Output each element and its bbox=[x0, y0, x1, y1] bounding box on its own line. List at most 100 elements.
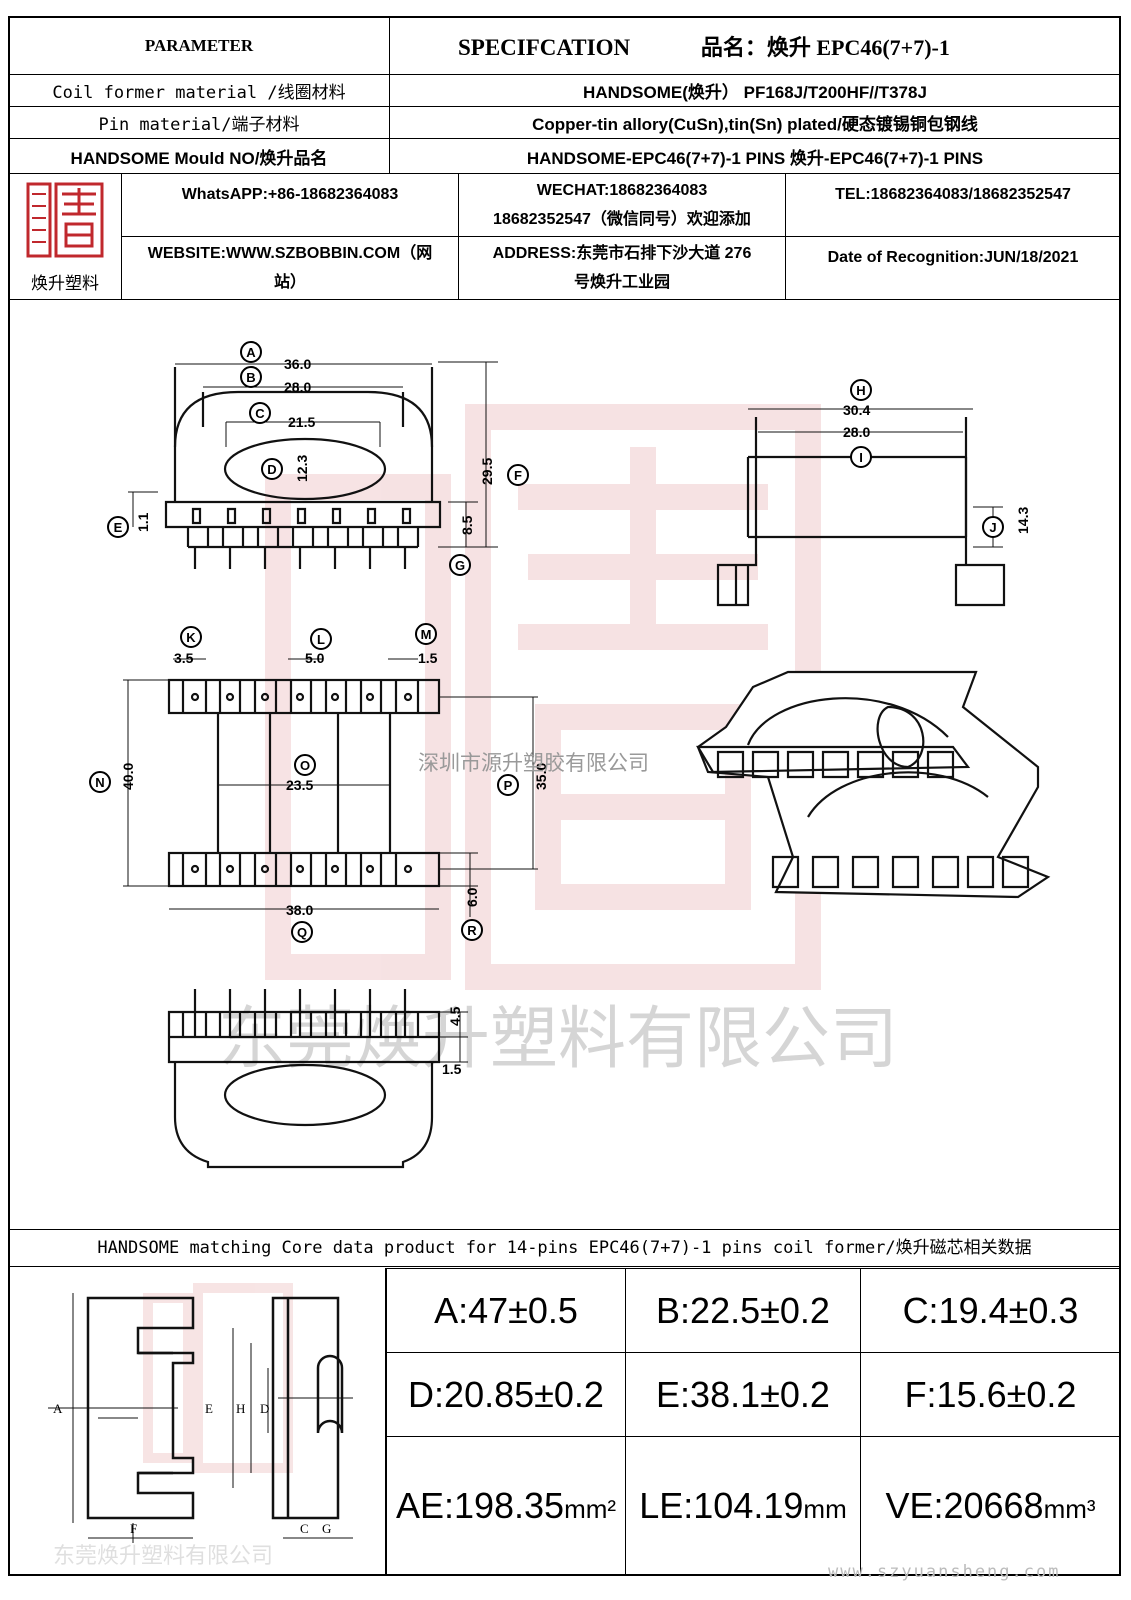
logo-cell: 焕升塑料 bbox=[8, 173, 122, 300]
core-image-watermark: 东莞焕升塑料有限公司 bbox=[53, 1543, 273, 1568]
dim-a: 36.0 bbox=[284, 356, 311, 372]
wechat-line1: WECHAT:18682364083 bbox=[536, 182, 708, 199]
dim-r: 6.0 bbox=[464, 887, 480, 907]
svg-text:I: I bbox=[859, 450, 863, 465]
core-diagram: A E F H D C G 东莞焕升塑料有限公司 bbox=[8, 1268, 386, 1576]
core-label-g: G bbox=[322, 1521, 331, 1536]
recognition-date: Date of Recognition:JUN/18/2021 bbox=[785, 236, 1121, 300]
watermark-small: 深圳市源升塑胶有限公司 bbox=[418, 752, 649, 775]
specification-heading: SPECIFCATION bbox=[458, 34, 631, 60]
core-label-h: H bbox=[236, 1401, 245, 1416]
core-ae-unit: mm² bbox=[564, 1494, 617, 1524]
side-view-dims: 30.4 28.0 14.3 bbox=[843, 402, 1031, 534]
dim-g: 8.5 bbox=[459, 515, 475, 535]
dim-c: 21.5 bbox=[288, 414, 315, 430]
mould-no-value: HANDSOME-EPC46(7+7)-1 PINS 焕升-EPC46(7+7)… bbox=[389, 138, 1121, 174]
svg-text:P: P bbox=[504, 778, 513, 793]
core-le: LE:104.19 bbox=[639, 1485, 804, 1526]
website-cell: WEBSITE:WWW.SZBOBBIN.COM（网 站） bbox=[121, 236, 459, 300]
product-name: 品名：焕升 EPC46(7+7)-1 bbox=[700, 34, 950, 60]
pin-material-label: Pin material/端子材料 bbox=[8, 106, 390, 139]
contact-table: 焕升塑料 WhatsAPP:+86-18682364083 WECHAT:186… bbox=[8, 173, 1121, 300]
svg-text:K: K bbox=[186, 630, 196, 645]
side-view-markers: H I J bbox=[850, 379, 1004, 538]
core-f: F:15.6±0.2 bbox=[860, 1352, 1121, 1437]
spec-heading-cell: SPECIFCATION 品名：焕升 EPC46(7+7)-1 bbox=[389, 16, 1121, 75]
core-label-c: C bbox=[300, 1521, 309, 1536]
svg-text:R: R bbox=[467, 923, 477, 938]
website-line1: WEBSITE:WWW.SZBOBBIN.COM（网 bbox=[147, 245, 433, 262]
core-data-table: A:47±0.5 B:22.5±0.2 C:19.4±0.3 D:20.85±0… bbox=[386, 1268, 1121, 1576]
front-view-dims: 36.0 28.0 21.5 12.3 1.1 29.5 8.5 bbox=[135, 356, 495, 535]
core-label-d: D bbox=[260, 1401, 269, 1416]
core-ae: AE:198.35 bbox=[395, 1485, 565, 1526]
svg-text:Q: Q bbox=[297, 925, 307, 940]
dim-k: 3.5 bbox=[174, 650, 194, 666]
svg-text:J: J bbox=[989, 520, 996, 535]
svg-text:M: M bbox=[421, 627, 432, 642]
core-le-unit: mm bbox=[803, 1494, 847, 1524]
bobbin-logo-icon bbox=[26, 182, 104, 257]
core-c: C:19.4±0.3 bbox=[860, 1268, 1121, 1353]
dim-s1: 4.5 bbox=[447, 1006, 463, 1026]
dim-h: 30.4 bbox=[843, 402, 870, 418]
dim-b: 28.0 bbox=[284, 379, 311, 395]
svg-text:F: F bbox=[514, 468, 522, 483]
dim-i: 28.0 bbox=[843, 424, 870, 440]
isometric-view bbox=[696, 670, 1051, 899]
svg-text:H: H bbox=[856, 383, 865, 398]
watermark-large: 东莞焕升塑料有限公司 bbox=[218, 1001, 898, 1077]
logo-text: 焕升塑料 bbox=[31, 273, 99, 293]
core-label-a: A bbox=[53, 1401, 63, 1416]
coil-material-label: Coil former material /线圈材料 bbox=[8, 74, 390, 107]
dim-e: 1.1 bbox=[135, 512, 151, 532]
svg-text:B: B bbox=[246, 370, 255, 385]
dim-f: 29.5 bbox=[479, 458, 495, 485]
svg-text:O: O bbox=[300, 758, 310, 773]
footer-url-watermark: www.szyuansheng.com bbox=[828, 1562, 1061, 1582]
dim-l: 5.0 bbox=[305, 650, 325, 666]
mould-no-label: HANDSOME Mould NO/焕升品名 bbox=[8, 138, 390, 174]
whatsapp: WhatsAPP:+86-18682364083 bbox=[121, 173, 459, 237]
dim-s2: 1.5 bbox=[442, 1061, 462, 1077]
dim-d: 12.3 bbox=[294, 455, 310, 482]
core-ve: VE:20668 bbox=[885, 1485, 1044, 1526]
core-data-title: HANDSOME matching Core data product for … bbox=[8, 1229, 1121, 1267]
dim-o: 23.5 bbox=[286, 777, 313, 793]
core-label-f: F bbox=[130, 1521, 137, 1536]
parameter-heading: PARAMETER bbox=[8, 16, 390, 75]
svg-text:A: A bbox=[246, 345, 256, 360]
svg-text:D: D bbox=[267, 462, 276, 477]
dim-m: 1.5 bbox=[418, 650, 438, 666]
dim-p: 35.0 bbox=[533, 763, 549, 790]
core-d: D:20.85±0.2 bbox=[386, 1352, 626, 1437]
core-ae-cell: AE:198.35mm² bbox=[386, 1436, 626, 1576]
core-label-e: E bbox=[205, 1401, 213, 1416]
core-a: A:47±0.5 bbox=[386, 1268, 626, 1353]
address-cell: ADDRESS:东莞市石排下沙大道 276 号焕升工业园 bbox=[458, 236, 786, 300]
wechat-line2: 18682352547（微信同号）欢迎添加 bbox=[493, 211, 751, 228]
wechat-cell: WECHAT:18682364083 18682352547（微信同号）欢迎添加 bbox=[458, 173, 786, 237]
svg-text:N: N bbox=[95, 775, 104, 790]
core-ve-cell: VE:20668mm³ bbox=[860, 1436, 1121, 1576]
core-e: E:38.1±0.2 bbox=[625, 1352, 861, 1437]
svg-text:G: G bbox=[455, 558, 465, 573]
website-line2: 站） bbox=[273, 274, 306, 291]
top-view-dims: 3.5 5.0 1.5 40.0 23.5 35.0 38.0 6.0 bbox=[120, 650, 549, 918]
technical-drawing: 36.0 28.0 21.5 12.3 1.1 29.5 8.5 ABC DEF… bbox=[89, 341, 1051, 1169]
address-line2: 号焕升工业园 bbox=[573, 274, 670, 291]
spec-header-table: PARAMETER SPECIFCATION 品名：焕升 EPC46(7+7)-… bbox=[8, 16, 1121, 174]
coil-material-value: HANDSOME(焕升） PF168J/T200HF//T378J bbox=[389, 74, 1121, 107]
core-dim-labels: A E F H D C G bbox=[53, 1401, 331, 1536]
core-ve-unit: mm³ bbox=[1043, 1494, 1096, 1524]
svg-text:L: L bbox=[317, 632, 325, 647]
pin-material-value: Copper-tin allory(CuSn),tin(Sn) plated/硬… bbox=[389, 106, 1121, 139]
dim-j: 14.3 bbox=[1015, 507, 1031, 534]
dim-n: 40.0 bbox=[120, 763, 136, 790]
top-view-markers: K L M N O P Q R bbox=[89, 623, 519, 943]
svg-text:E: E bbox=[114, 520, 123, 535]
core-le-cell: LE:104.19mm bbox=[625, 1436, 861, 1576]
core-b: B:22.5±0.2 bbox=[625, 1268, 861, 1353]
address-line1: ADDRESS:东莞市石排下沙大道 276 bbox=[492, 245, 752, 262]
